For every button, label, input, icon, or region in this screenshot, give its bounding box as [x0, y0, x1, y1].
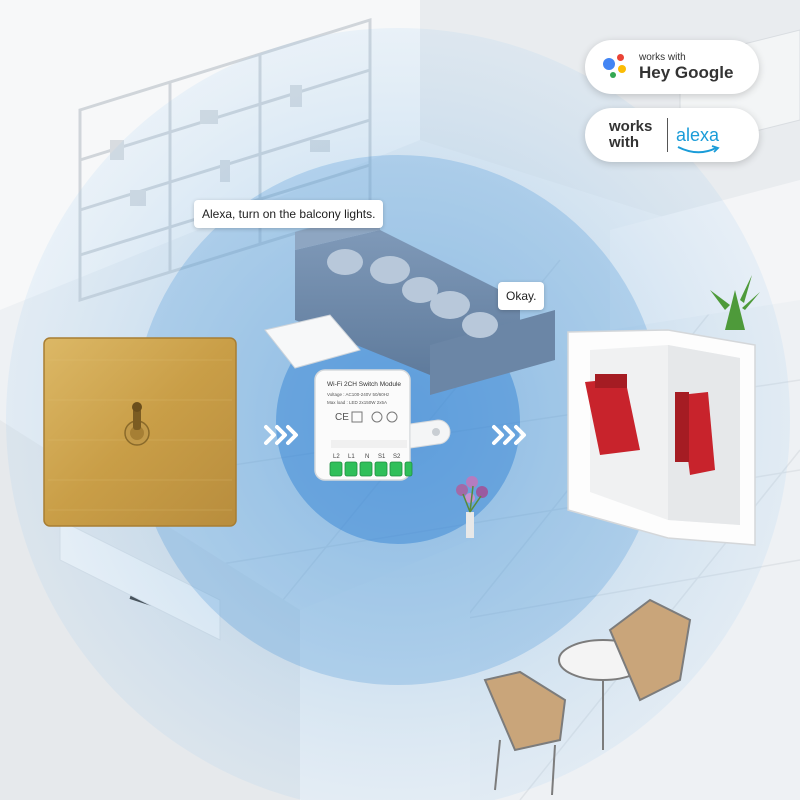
works-with-alexa-badge: works with alexa — [585, 108, 759, 162]
terminal-label: L2 — [333, 454, 340, 460]
wall-mounting-box — [567, 329, 756, 546]
side-table — [264, 314, 361, 369]
svg-text:CE: CE — [335, 412, 349, 423]
alexa-logo: alexa — [676, 124, 720, 153]
assistant-reply-text: Okay. — [506, 289, 537, 303]
terminal-label: L1 — [348, 454, 355, 460]
arrow-icon — [264, 425, 298, 445]
wifi-switch-module: CE — [314, 369, 451, 481]
terminal-label: S1 — [378, 454, 386, 460]
badge-works-with-text: works with — [609, 118, 653, 151]
alexa-smile-icon — [677, 144, 720, 153]
alexa-wordmark: alexa — [676, 124, 720, 145]
terminal-label: N — [365, 454, 369, 460]
google-assistant-icon — [601, 52, 631, 82]
works-with-google-badge: works with Hey Google — [585, 40, 759, 94]
badge-small-text: works with — [639, 52, 686, 63]
module-voltage: Voltage : AC100-240V 50/60Hz — [327, 392, 390, 397]
flower-vase — [456, 476, 488, 538]
sofa — [295, 210, 555, 395]
assistant-reply-bubble: Okay. — [498, 282, 545, 310]
badge-big-text: Hey Google — [639, 63, 734, 82]
arrow-icon — [492, 425, 526, 445]
module-max-load: Max load : LED 2x150W 2x5A — [327, 400, 387, 405]
module-title: Wi-Fi 2CH Switch Module — [327, 381, 401, 388]
voice-command-bubble: Alexa, turn on the balcony lights. — [194, 200, 384, 228]
badge-divider — [667, 118, 668, 152]
plant — [710, 275, 760, 330]
patio-furniture — [483, 598, 692, 796]
terminal-label: S2 — [393, 454, 401, 460]
gold-toggle-switch — [43, 337, 237, 527]
voice-command-text: Alexa, turn on the balcony lights. — [202, 207, 376, 221]
